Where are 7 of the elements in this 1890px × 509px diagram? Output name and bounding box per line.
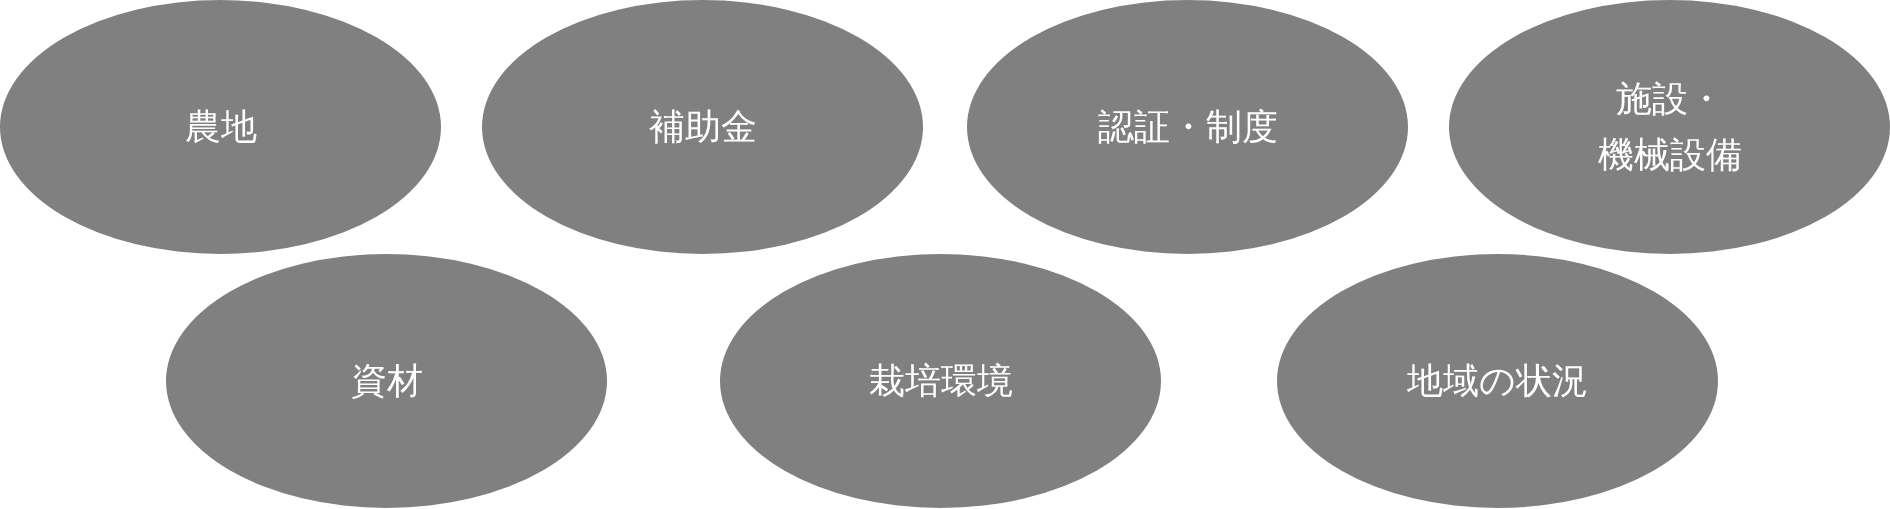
node-label: 認証・制度 [1097,105,1278,150]
node-label: 地域の状況 [1407,359,1588,404]
node-label: 資材 [350,359,423,404]
node-label: 農地 [184,105,257,150]
node-label: 補助金 [648,105,757,150]
node-label: 栽培環境 [868,359,1013,404]
node-label: 施設・機械設備 [1596,77,1743,177]
